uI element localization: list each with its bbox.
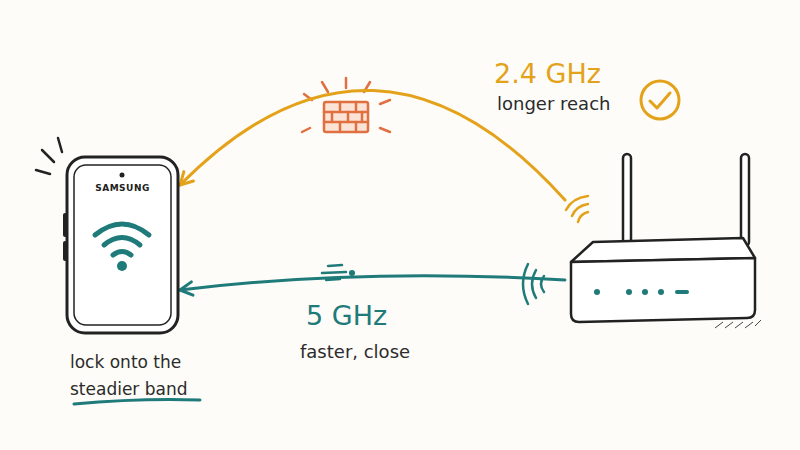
- band-label: 5 GHz: [306, 298, 387, 333]
- wifi-arc: [104, 238, 140, 246]
- shadow-hatch: [745, 322, 753, 328]
- alert-ray: [380, 128, 390, 132]
- router-node: [565, 150, 760, 330]
- note-label: longer reach: [497, 92, 610, 115]
- alert-ray: [345, 78, 348, 88]
- alert-ray: [302, 128, 310, 132]
- wave-arc: [578, 212, 588, 222]
- alert-line: [42, 150, 54, 162]
- check-mark: [650, 93, 670, 108]
- brick-line: [339, 102, 342, 112]
- shadow-hatch: [755, 320, 761, 326]
- brick-wall: [324, 102, 368, 132]
- speed-dash: [322, 272, 346, 273]
- router-antenna: [741, 154, 749, 246]
- shadow-hatch: [715, 322, 723, 328]
- arrow-head: [180, 282, 193, 295]
- brick-line: [355, 122, 358, 132]
- wave-arc: [532, 270, 536, 298]
- phone-node-outline: [65, 155, 180, 335]
- alert-line: [36, 170, 50, 174]
- brick-line: [347, 112, 350, 122]
- wave-arc: [523, 264, 528, 304]
- phone-node: SAMSUNGlock onto the steadier band: [65, 155, 180, 335]
- router-led: [594, 289, 600, 295]
- router-front: [571, 258, 755, 322]
- brick-line: [355, 102, 358, 112]
- router-led: [658, 289, 664, 295]
- shadow-hatch: [735, 322, 743, 328]
- arrow-head: [180, 172, 193, 185]
- speed-dot: [350, 271, 354, 275]
- check-icon: [641, 81, 679, 119]
- signal-arrow: [180, 276, 565, 290]
- router-led: [675, 290, 689, 294]
- check-circle: [641, 81, 679, 119]
- shadow-hatch: [725, 322, 733, 328]
- brick-line: [339, 122, 342, 132]
- wave-arc: [572, 204, 588, 216]
- signal-waves-orange: [566, 196, 588, 222]
- caption-underline: [74, 400, 200, 405]
- alert-ray: [322, 82, 328, 92]
- wifi-arc: [95, 224, 149, 235]
- router-node-outline: [565, 150, 760, 330]
- alert-ray: [380, 100, 390, 104]
- signal-waves-teal: [523, 264, 544, 304]
- phone-button: [63, 243, 67, 259]
- brick-line: [361, 112, 364, 122]
- wifi-icon: [95, 224, 149, 255]
- phone-button: [63, 215, 67, 235]
- router-leds: [594, 289, 689, 295]
- wifi-arc: [113, 252, 131, 256]
- firewall-icon: [302, 78, 390, 132]
- router-shadow: [715, 320, 761, 328]
- router-led: [642, 289, 648, 295]
- wave-arc: [566, 196, 588, 210]
- phone-camera: [120, 173, 125, 178]
- speed-dash: [328, 265, 342, 266]
- note-label: faster, close: [300, 340, 410, 363]
- router-antenna: [623, 154, 631, 254]
- alert-line: [58, 138, 62, 152]
- router-led: [626, 289, 632, 295]
- caption-text: lock onto the steadier band: [70, 349, 210, 403]
- band-label: 2.4 GHz: [494, 56, 601, 91]
- brand-text: SAMSUNG: [65, 182, 180, 194]
- brick-line: [331, 112, 334, 122]
- wifi-dot: [117, 261, 127, 271]
- phone-alert-lines: [36, 138, 62, 174]
